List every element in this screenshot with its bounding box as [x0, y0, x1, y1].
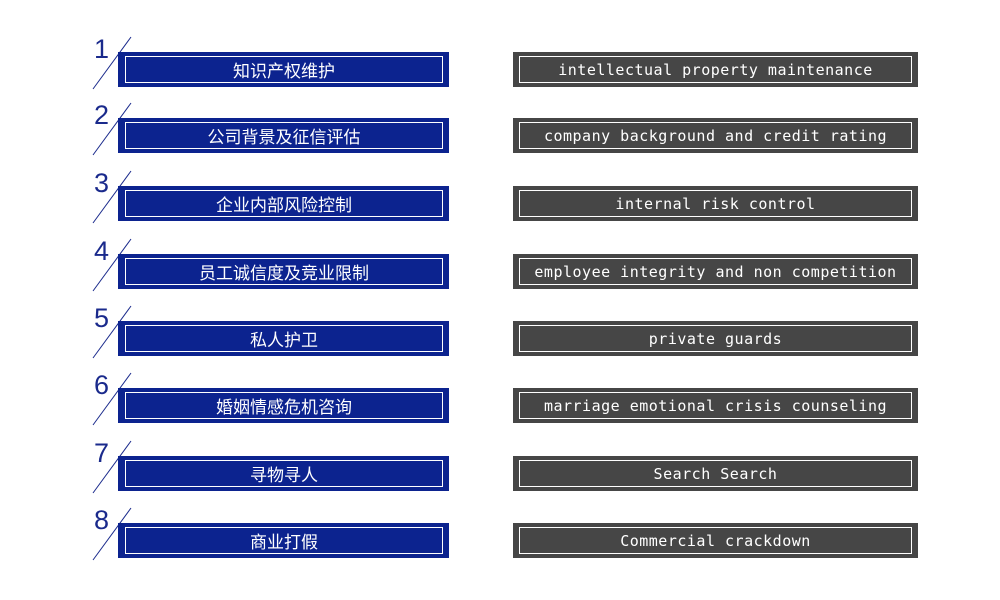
english-service-box[interactable]: company background and credit rating: [513, 118, 918, 153]
chinese-service-box[interactable]: 企业内部风险控制: [118, 186, 449, 221]
english-service-box[interactable]: private guards: [513, 321, 918, 356]
chinese-service-box[interactable]: 公司背景及征信评估: [118, 118, 449, 153]
english-service-label: Commercial crackdown: [519, 527, 912, 554]
service-row: 7 寻物寻人 Search Search: [0, 438, 1000, 526]
english-service-box[interactable]: employee integrity and non competition: [513, 254, 918, 289]
english-service-label: company background and credit rating: [519, 122, 912, 149]
chinese-service-label: 私人护卫: [125, 325, 443, 352]
item-number: 2: [94, 100, 110, 130]
diagonal-line-decoration: [92, 36, 132, 90]
service-row: 2 公司背景及征信评估 company background and credi…: [0, 100, 1000, 188]
chinese-service-box[interactable]: 商业打假: [118, 523, 449, 558]
service-row: 6 婚姻情感危机咨询 marriage emotional crisis cou…: [0, 370, 1000, 458]
english-service-box[interactable]: Search Search: [513, 456, 918, 491]
english-service-label: employee integrity and non competition: [519, 258, 912, 285]
chinese-service-label: 员工诚信度及竞业限制: [125, 258, 443, 285]
service-row: 3 企业内部风险控制 internal risk control: [0, 168, 1000, 256]
service-row: 8 商业打假 Commercial crackdown: [0, 505, 1000, 593]
item-number: 7: [94, 438, 110, 468]
english-service-label: intellectual property maintenance: [519, 56, 912, 83]
english-service-label: internal risk control: [519, 190, 912, 217]
english-service-box[interactable]: intellectual property maintenance: [513, 52, 918, 87]
english-service-label: private guards: [519, 325, 912, 352]
diagonal-line-decoration: [92, 440, 132, 494]
chinese-service-label: 婚姻情感危机咨询: [125, 392, 443, 419]
chinese-service-label: 寻物寻人: [125, 460, 443, 487]
item-number: 4: [94, 236, 110, 266]
chinese-service-box[interactable]: 私人护卫: [118, 321, 449, 356]
service-row: 5 私人护卫 private guards: [0, 303, 1000, 391]
item-number: 3: [94, 168, 110, 198]
item-number: 8: [94, 505, 110, 535]
diagonal-line-decoration: [92, 102, 132, 156]
english-service-box[interactable]: marriage emotional crisis counseling: [513, 388, 918, 423]
diagonal-line-decoration: [92, 170, 132, 224]
service-row: 4 员工诚信度及竞业限制 employee integrity and non …: [0, 236, 1000, 324]
chinese-service-label: 公司背景及征信评估: [125, 122, 443, 149]
diagonal-line-decoration: [92, 305, 132, 359]
chinese-service-label: 企业内部风险控制: [125, 190, 443, 217]
chinese-service-label: 知识产权维护: [125, 56, 443, 83]
english-service-label: marriage emotional crisis counseling: [519, 392, 912, 419]
chinese-service-box[interactable]: 员工诚信度及竞业限制: [118, 254, 449, 289]
english-service-label: Search Search: [519, 460, 912, 487]
english-service-box[interactable]: Commercial crackdown: [513, 523, 918, 558]
diagonal-line-decoration: [92, 372, 132, 426]
item-number: 1: [94, 34, 110, 64]
diagonal-line-decoration: [92, 507, 132, 561]
diagonal-line-decoration: [92, 238, 132, 292]
item-number: 5: [94, 303, 110, 333]
chinese-service-box[interactable]: 寻物寻人: [118, 456, 449, 491]
service-row: 1 知识产权维护 intellectual property maintenan…: [0, 34, 1000, 122]
chinese-service-label: 商业打假: [125, 527, 443, 554]
english-service-box[interactable]: internal risk control: [513, 186, 918, 221]
chinese-service-box[interactable]: 知识产权维护: [118, 52, 449, 87]
chinese-service-box[interactable]: 婚姻情感危机咨询: [118, 388, 449, 423]
item-number: 6: [94, 370, 110, 400]
